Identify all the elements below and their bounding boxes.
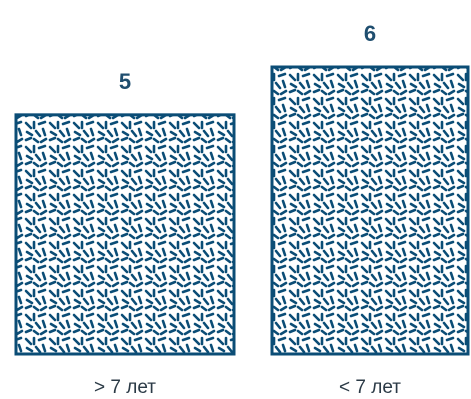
bars-group [16,67,468,354]
data-label-1: 5 [119,69,131,94]
bar-2 [272,67,468,354]
data-label-2: 6 [364,21,376,46]
category-label-2: < 7 лет [339,377,401,398]
category-label-1: > 7 лет [94,377,156,398]
bar-1 [16,115,234,354]
